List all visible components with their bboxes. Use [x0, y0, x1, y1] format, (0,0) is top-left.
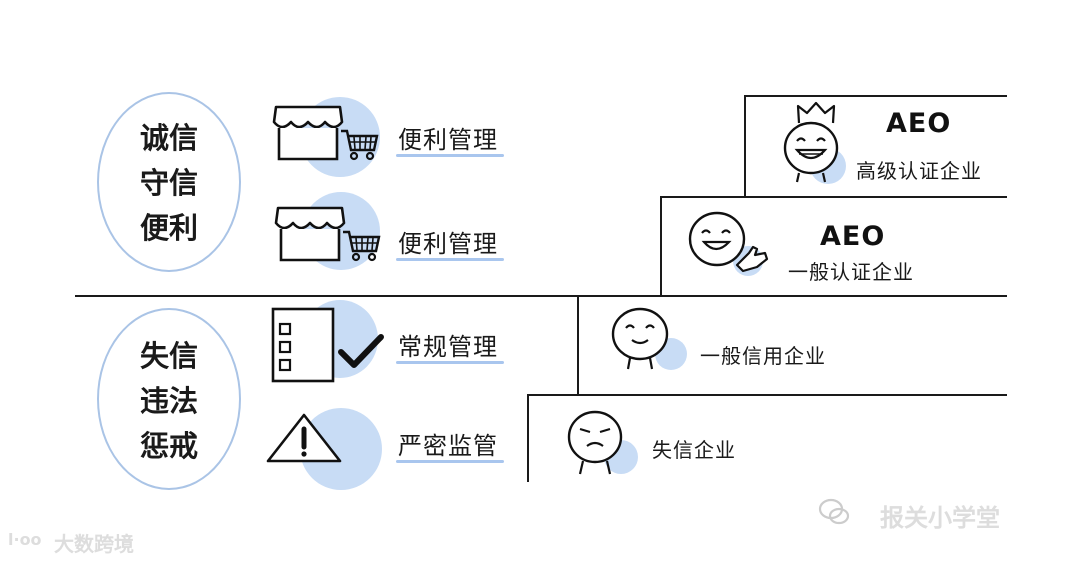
stair-tier-4-top	[527, 394, 1007, 396]
grin-face-icon	[781, 118, 843, 184]
watermark-right: 报关小学堂	[880, 498, 1000, 533]
row3-label: 常规管理	[398, 327, 498, 362]
trust-line-2: 守信	[99, 161, 239, 206]
tier2-aeo-badge: AEO	[820, 221, 885, 252]
row3-underline	[396, 361, 504, 364]
stair-tier-3-side	[577, 295, 579, 395]
trust-line-3: 便利	[99, 206, 239, 251]
tier2-label: 一般认证企业	[788, 256, 914, 285]
dishonest-line-3: 惩戒	[99, 424, 239, 469]
dishonest-line-1: 失信	[99, 334, 239, 379]
tier1-aeo-badge: AEO	[886, 108, 951, 139]
sad-face-icon	[563, 408, 629, 478]
shopping-cart-icon	[340, 128, 380, 162]
tier3-label: 一般信用企业	[700, 340, 826, 369]
stair-tier-3-top	[577, 295, 1007, 297]
row4-underline	[396, 460, 504, 463]
row1-underline	[396, 154, 504, 157]
watermark-left: 大数跨境	[54, 528, 134, 557]
shop-icon	[272, 104, 344, 162]
row2-label: 便利管理	[398, 224, 498, 259]
trust-ellipse: 诚信 守信 便利	[97, 92, 241, 272]
row4-label: 严密监管	[398, 426, 498, 461]
stair-tier-1-side	[744, 95, 746, 197]
stair-tier-2-top	[660, 196, 1007, 198]
stair-tier-1-top	[744, 95, 1007, 97]
tier4-label: 失信企业	[652, 434, 736, 463]
shop-icon	[274, 205, 346, 263]
stair-tier-4-side	[527, 394, 529, 482]
dishonest-line-2: 违法	[99, 379, 239, 424]
row2-underline	[396, 258, 504, 261]
checkmark-icon	[338, 334, 384, 370]
warning-triangle-icon	[265, 412, 343, 464]
wechat-icon	[818, 497, 850, 527]
dishonest-ellipse: 失信 违法 惩戒	[97, 308, 241, 490]
smile-face-icon	[608, 305, 674, 371]
trust-line-1: 诚信	[99, 116, 239, 161]
svg-text:l·oo: l·oo	[8, 530, 42, 549]
logo-icon: l·oo	[8, 527, 52, 551]
section-divider	[75, 295, 580, 297]
shopping-cart-icon	[342, 229, 382, 263]
smile-face-icon	[687, 209, 775, 279]
tier1-label: 高级认证企业	[856, 155, 982, 184]
row1-label: 便利管理	[398, 120, 498, 155]
checklist-icon	[270, 306, 336, 384]
stair-tier-2-side	[660, 196, 662, 296]
